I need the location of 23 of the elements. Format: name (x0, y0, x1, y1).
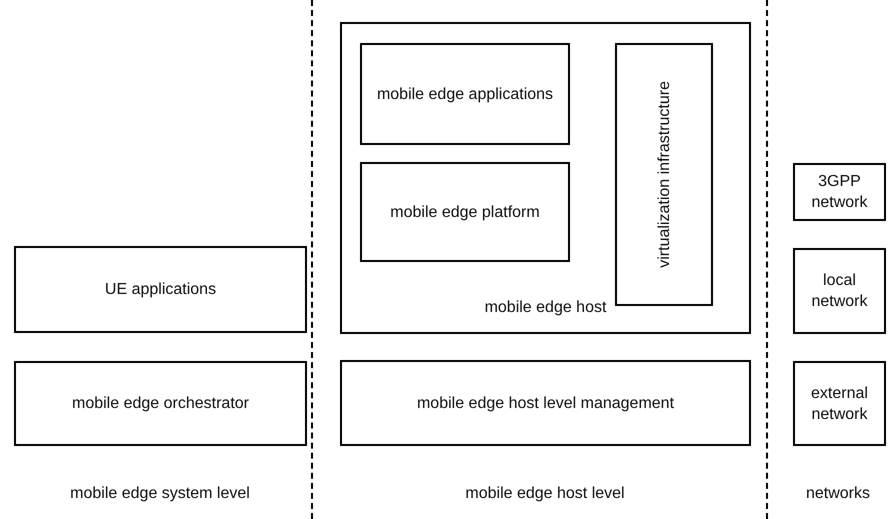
node-label: mobile edge host (484, 298, 606, 318)
node-label: mobile edge orchestrator (72, 394, 249, 414)
node-label: local network (810, 271, 869, 312)
section-label: mobile edge host level (465, 485, 625, 503)
component-box (793, 248, 886, 334)
node-label: 3GPP network (810, 172, 869, 213)
section-label: mobile edge system level (70, 485, 250, 503)
node-label: UE applications (104, 280, 216, 300)
node-label: mobile edge host level management (416, 394, 674, 414)
node-label: mobile edge applications (376, 84, 554, 104)
component-box (360, 162, 570, 262)
node-label: external network (810, 384, 869, 424)
component-box (340, 360, 751, 446)
node-label: virtualization infrastructure (654, 81, 674, 268)
component-box (14, 246, 307, 333)
section-label: networks (806, 485, 870, 503)
infrastructure-box (615, 43, 713, 306)
component-box (793, 361, 886, 446)
component-box (14, 361, 307, 446)
host-container-box (340, 22, 751, 334)
component-box (360, 43, 570, 145)
component-box (793, 163, 886, 221)
node-label: mobile edge platform (390, 202, 540, 222)
